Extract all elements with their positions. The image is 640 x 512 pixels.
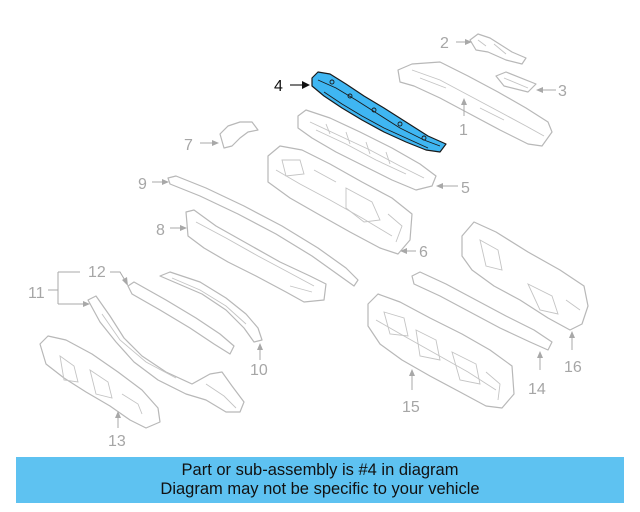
callout-16: 16 (564, 359, 582, 376)
part-4-highlighted (311, 71, 447, 153)
banner-line-disclaimer: Diagram may not be specific to your vehi… (160, 480, 480, 498)
info-banner: Part or sub-assembly is #4 in diagram Di… (16, 457, 624, 503)
callout-12: 12 (88, 264, 106, 281)
leader-14 (537, 351, 543, 370)
part-13 (39, 335, 161, 429)
callout-3: 3 (558, 83, 567, 100)
part-1 (397, 61, 553, 147)
leader-15 (409, 369, 415, 390)
callout-2: 2 (440, 35, 449, 52)
leader-11 (48, 271, 90, 307)
leader-8 (170, 225, 187, 231)
leader-6 (400, 248, 416, 254)
part-12 (127, 281, 235, 355)
banner-line-part-number: Part or sub-assembly is #4 in diagram (181, 461, 459, 479)
part-16 (461, 221, 589, 331)
leader-16 (569, 331, 575, 350)
callout-15: 15 (402, 399, 420, 416)
callout-7: 7 (184, 137, 193, 154)
leader-4 (290, 81, 310, 89)
part-14 (411, 271, 553, 351)
callout-11: 11 (28, 285, 45, 302)
leader-5 (436, 183, 458, 189)
callout-4: 4 (274, 78, 283, 95)
leader-9 (152, 179, 169, 185)
part-5 (297, 109, 437, 191)
leader-10 (257, 343, 263, 360)
leader-7 (200, 140, 219, 146)
callout-14: 14 (528, 381, 546, 398)
part-9 (167, 175, 359, 287)
callout-1: 1 (459, 122, 468, 139)
part-11 (87, 295, 245, 413)
part-7 (219, 121, 259, 149)
callout-6: 6 (419, 244, 428, 261)
callout-13: 13 (108, 433, 126, 450)
part-3 (495, 71, 537, 93)
leader-3 (536, 87, 556, 93)
leader-1 (461, 98, 467, 116)
part-6 (267, 145, 413, 255)
callout-10: 10 (250, 362, 268, 379)
leader-12 (110, 271, 128, 286)
part-15 (367, 293, 515, 409)
leader-2 (456, 39, 472, 45)
part-10 (159, 271, 263, 343)
part-2 (469, 33, 527, 65)
callout-5: 5 (461, 180, 470, 197)
part-8 (185, 209, 327, 303)
leader-13 (115, 411, 121, 428)
callout-8: 8 (156, 222, 165, 239)
callout-9: 9 (138, 176, 147, 193)
